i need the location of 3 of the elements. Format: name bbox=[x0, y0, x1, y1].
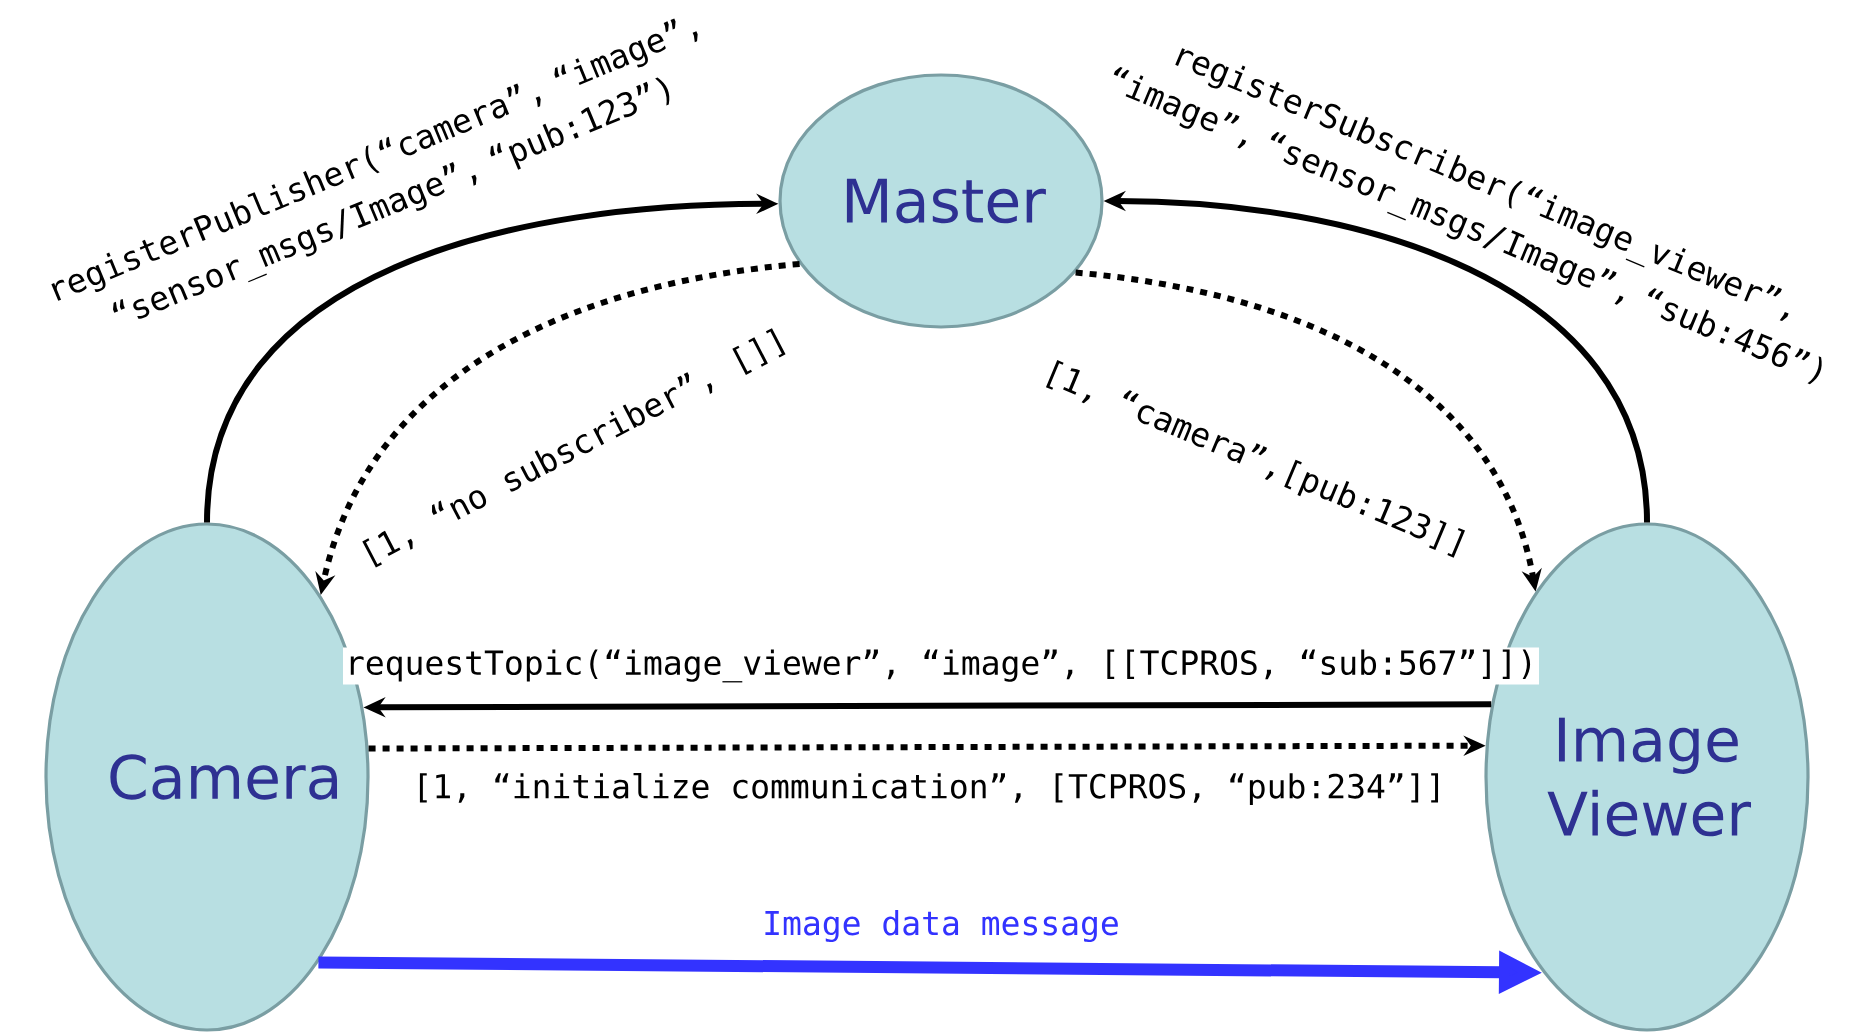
ellipse-node: Master bbox=[778, 73, 1104, 329]
edge-label: [1, “initialize communication”, [TCPROS, “pub:234”]] bbox=[419, 772, 1439, 806]
edge-label: Image data message bbox=[765, 909, 1118, 943]
